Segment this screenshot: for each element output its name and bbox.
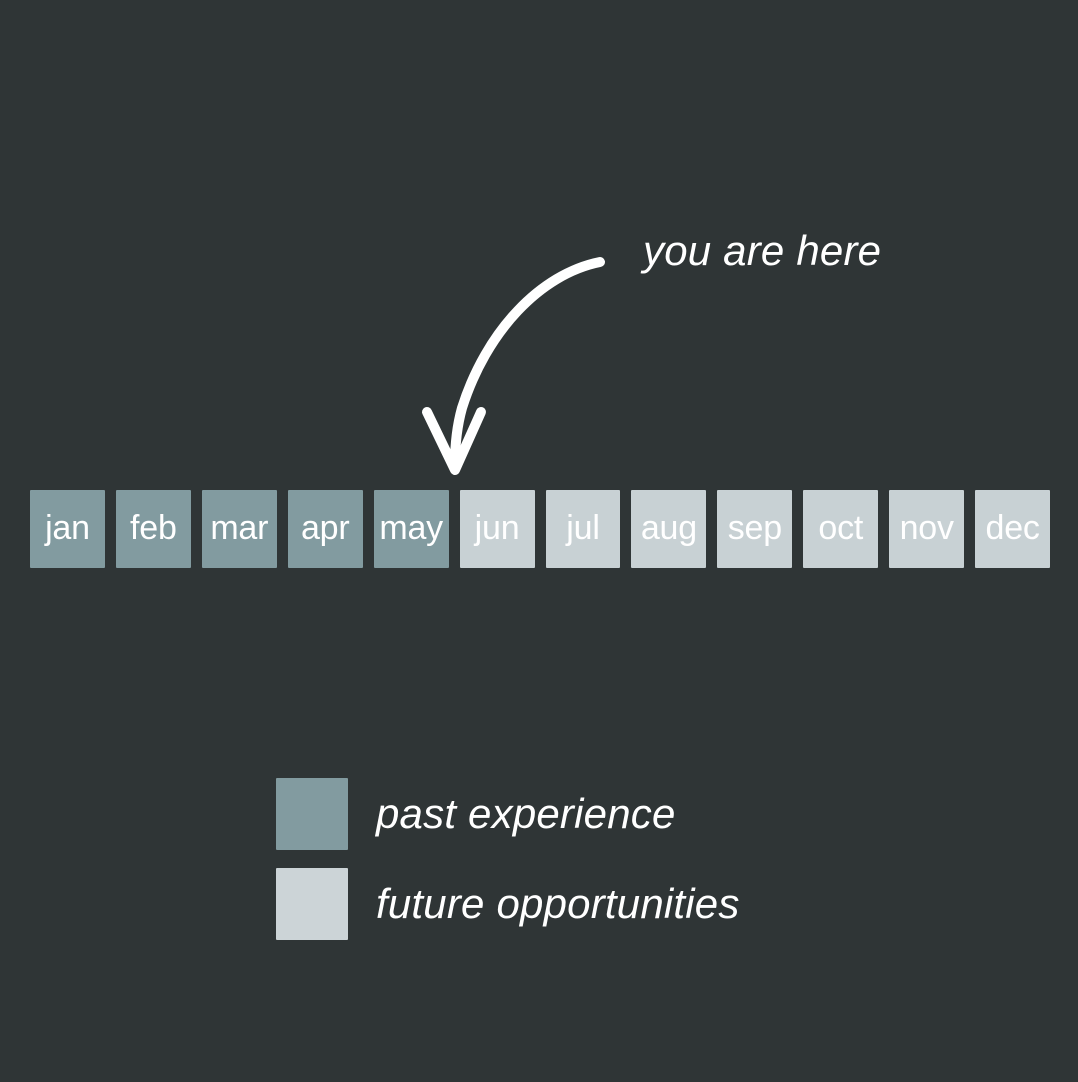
month-label: apr: [300, 509, 350, 547]
month-tile-feb[interactable]: feb: [115, 490, 191, 568]
month-tile-nov[interactable]: nov: [889, 490, 965, 568]
you-are-here-label: you are here: [643, 227, 882, 274]
month-tile-jan[interactable]: jan: [30, 490, 105, 568]
legend-item-past: past experience: [276, 778, 876, 850]
legend-label: future opportunities: [376, 880, 740, 927]
month-label: jul: [566, 509, 600, 547]
month-label: may: [379, 509, 443, 547]
legend-swatch-future: [276, 868, 348, 940]
month-label: aug: [640, 509, 697, 547]
month-tile-oct[interactable]: oct: [803, 490, 879, 568]
month-tile-mar[interactable]: mar: [201, 490, 277, 568]
month-label: jun: [474, 509, 520, 547]
month-label: sep: [727, 509, 782, 547]
month-tile-jul[interactable]: jul: [545, 490, 621, 568]
legend-swatch-past: [276, 778, 348, 850]
legend-item-future: future opportunities: [276, 868, 876, 940]
month-label: mar: [210, 509, 269, 547]
month-label: oct: [818, 509, 864, 547]
month-label: jan: [45, 509, 90, 547]
legend: past experience future opportunities: [276, 778, 876, 940]
legend-label: past experience: [376, 790, 676, 837]
month-tile-apr[interactable]: apr: [287, 490, 363, 568]
month-label: feb: [130, 509, 177, 547]
curved-down-arrow-icon: [422, 257, 605, 475]
month-tile-may[interactable]: may: [373, 490, 449, 568]
month-tile-aug[interactable]: aug: [631, 490, 707, 568]
month-tile-sep[interactable]: sep: [717, 490, 793, 568]
month-tile-jun[interactable]: jun: [459, 490, 535, 568]
month-label: nov: [899, 509, 954, 547]
month-timeline: jan feb mar apr may jun jul aug sep oct: [30, 490, 1051, 568]
month-tile-dec[interactable]: dec: [975, 490, 1051, 568]
month-label: dec: [985, 509, 1040, 547]
